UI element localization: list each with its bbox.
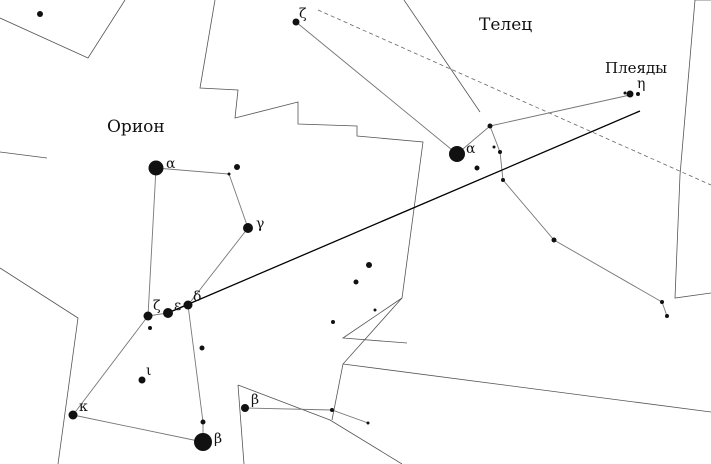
label-orion-zeta: ζ [153, 298, 161, 314]
star-orion-sword-1 [148, 326, 152, 330]
star-taurus-alpha [449, 146, 465, 162]
star-taurus-hyades-3 [498, 150, 502, 154]
star-orion-lambda [234, 164, 240, 170]
boundary-orion-main [199, 0, 424, 344]
star-orion-shield-2 [353, 279, 359, 285]
star-taurus-hyades-1 [487, 123, 493, 129]
star-taurus-south-3 [665, 314, 669, 318]
label-pleiades-eta: η [637, 76, 645, 92]
star-pleiades-eta [626, 90, 634, 98]
orion-line-bellatrix-delta [187, 227, 249, 306]
star-taurus-south-1 [551, 237, 557, 243]
pointer-line-belt-to-pleiades [169, 110, 641, 313]
star-orion-delta [183, 300, 193, 310]
star-taurus-zeta [292, 18, 300, 26]
star-taurus-hyades-5 [501, 178, 505, 182]
star-pleiades-2 [636, 92, 640, 96]
star-orion-phi [227, 172, 231, 176]
label-eridanus-beta: β [251, 392, 259, 408]
label-orion: Орион [107, 117, 165, 137]
label-orion-kappa: κ [79, 399, 88, 415]
label-pleiades: Плеяды [605, 59, 667, 77]
boundary-right-edge [674, 0, 711, 299]
stars [37, 11, 669, 451]
star-orion-iota [138, 376, 146, 384]
taurus-line-aldebaran-hyades [456, 125, 504, 181]
star-orion-kappa [68, 410, 78, 420]
stick-figure-lines [72, 21, 668, 443]
star-orion-gamma [243, 223, 253, 233]
boundary-taurus-diag [403, 0, 481, 113]
label-taurus-alpha: α [466, 141, 476, 157]
orion-line-kappa-zeta [72, 315, 149, 416]
star-eridanus-2 [330, 408, 334, 412]
boundary-bottom-mid [237, 384, 403, 464]
label-orion-delta: δ [193, 289, 201, 305]
orion-line-rigel-kappa [72, 414, 204, 443]
star-top-left [37, 11, 43, 17]
ecliptic-line [317, 9, 711, 186]
star-pleiades-3 [623, 91, 627, 95]
boundary-bottom-right [342, 363, 711, 413]
boundary-left-lower [0, 267, 79, 464]
boundary-top-left [0, 0, 126, 59]
taurus-line-zeta-aldebaran [295, 21, 458, 155]
orion-line-betelgeuse-belt [147, 167, 157, 317]
taurus-line-hyades-pleiades [489, 94, 631, 127]
star-orion-beta [194, 433, 212, 451]
label-taurus-zeta: ζ [299, 6, 307, 22]
star-eridanus-3 [366, 421, 370, 425]
taurus-line-south [502, 179, 668, 317]
star-orion-extra-1 [199, 345, 205, 351]
label-orion-alpha: α [166, 156, 176, 172]
label-orion-iota: ι [146, 363, 152, 379]
label-orion-epsilon: ε [174, 298, 181, 314]
star-taurus-hyades-2 [492, 145, 496, 149]
label-orion-gamma: γ [256, 216, 264, 232]
star-orion-epsilon [163, 308, 173, 318]
label-orion-beta: β [214, 431, 222, 447]
boundary-bottom-lower [237, 384, 245, 464]
star-taurus-south-2 [660, 300, 664, 304]
star-orion-saiph-neighbor [200, 419, 206, 425]
star-taurus-hyades-4 [474, 165, 480, 171]
label-taurus: Телец [479, 15, 532, 35]
star-eridanus-beta [241, 404, 249, 412]
star-orion-shield-3 [331, 320, 335, 324]
star-orion-alpha [148, 160, 164, 176]
star-orion-shield-1 [366, 262, 372, 268]
boundary-left-upper [0, 151, 48, 159]
star-orion-shield-4 [373, 308, 377, 312]
star-orion-zeta [143, 311, 153, 321]
